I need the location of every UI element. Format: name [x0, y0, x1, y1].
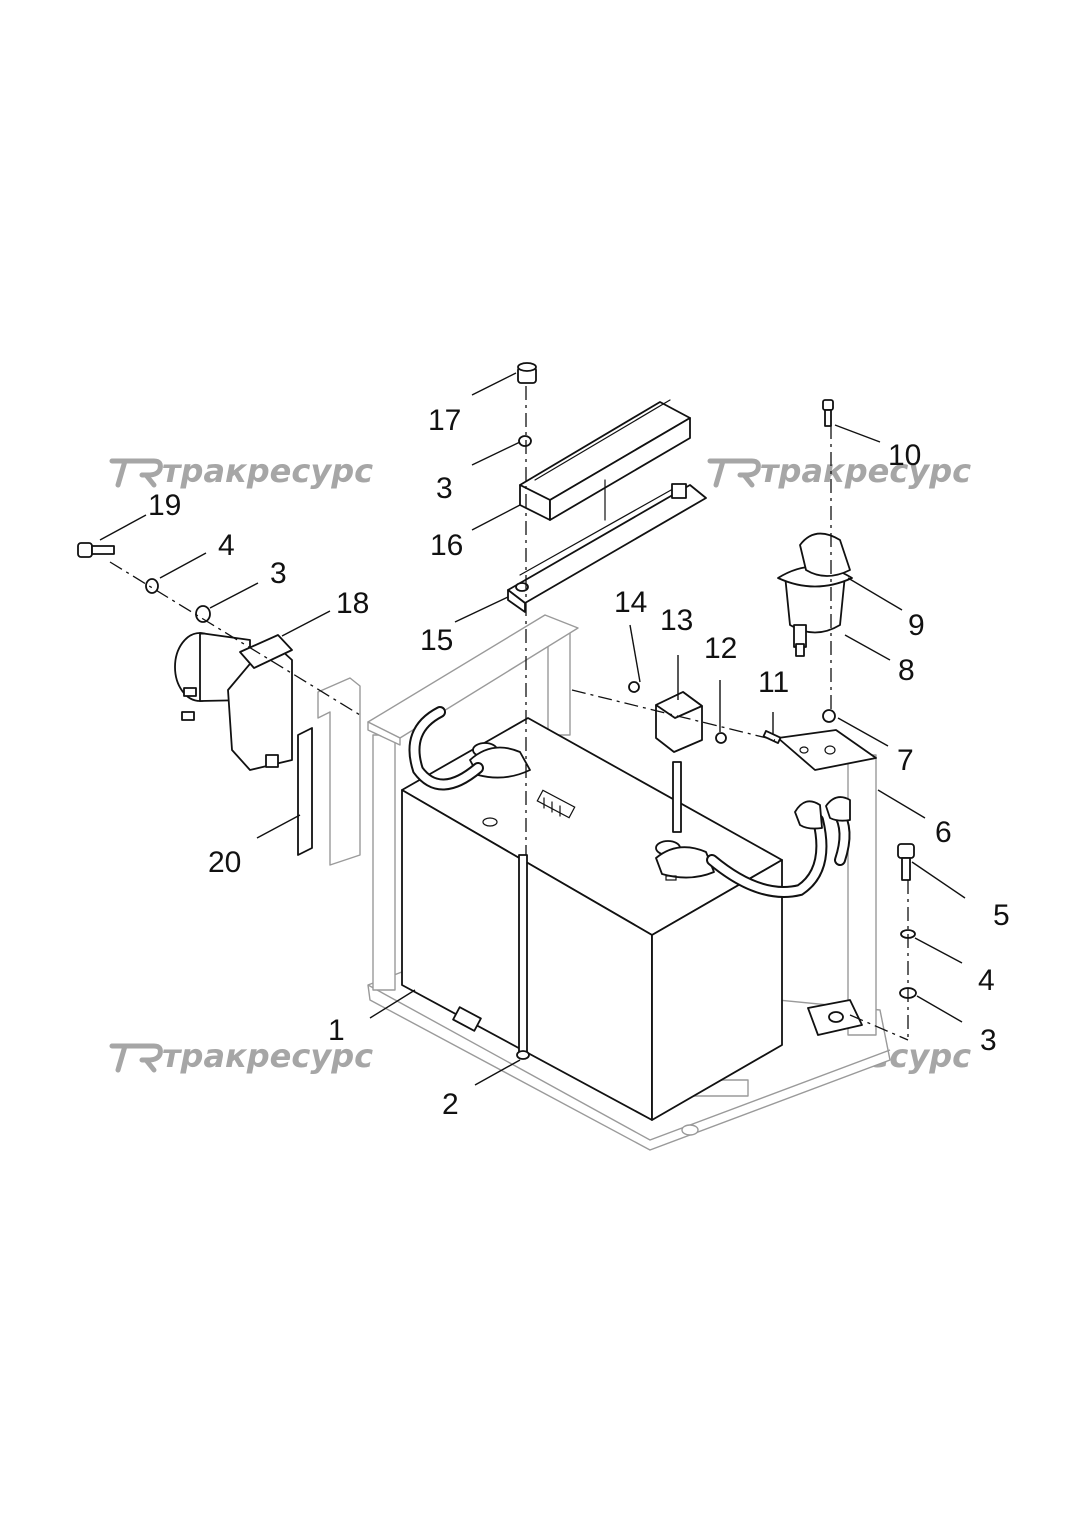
support-rod: [672, 761, 682, 833]
callout-4-left: 4: [218, 529, 235, 562]
nut-7: [822, 709, 836, 723]
hold-down-rod: [452, 854, 530, 1060]
watermark-top-left: тракресурс: [109, 452, 373, 490]
center-lines: [109, 386, 909, 1041]
callout-9: 9: [908, 609, 925, 642]
nut-14: [628, 681, 640, 693]
watermark-text: тракресурс: [162, 452, 373, 490]
callout-18: 18: [336, 587, 369, 620]
washer-12: [715, 732, 727, 744]
cable-lug: [794, 800, 823, 830]
callout-3-top: 3: [436, 472, 453, 505]
insulator-strip: [297, 727, 313, 856]
callout-20: 20: [208, 846, 241, 879]
watermark-text: тракресурс: [162, 1037, 373, 1075]
callout-14: 14: [614, 586, 647, 619]
callout-16: 16: [430, 529, 463, 562]
washer-4-left: [145, 578, 159, 594]
screw-10: [822, 399, 834, 427]
callout-15: 15: [420, 624, 453, 657]
frame-base-edge: [367, 984, 891, 1141]
bolt-19: [77, 542, 115, 558]
rod-lower-nut: [452, 1006, 482, 1032]
cable-lug: [825, 796, 851, 822]
callout-5: 5: [993, 899, 1010, 932]
relay-assembly: [174, 632, 293, 771]
callout-12: 12: [704, 632, 737, 665]
battery-positive-terminal: [655, 840, 715, 881]
callout-13: 13: [660, 604, 693, 637]
frame-side-bracket: [317, 677, 361, 866]
callout-2: 2: [442, 1088, 459, 1121]
mounting-bracket: [777, 729, 877, 771]
battery-negative-terminal: [469, 742, 531, 779]
callout-4-right: 4: [978, 964, 995, 997]
callout-6: 6: [935, 816, 952, 849]
rubber-channel: [519, 399, 691, 521]
battery-vent-cap: [482, 817, 498, 827]
frame-foot-bolt: [681, 1124, 699, 1136]
bar-end-bolt: [671, 483, 687, 499]
frame-post-right: [847, 754, 877, 1036]
hold-down-bar: [507, 483, 707, 613]
battery-positive-cable: [706, 796, 851, 898]
battery-label-block: [536, 789, 576, 819]
washer-3-top: [518, 435, 532, 447]
watermark-logo: [109, 458, 163, 488]
battery-switch: [777, 532, 853, 657]
lower-right-fixing: [807, 999, 863, 1036]
watermark-logo: [109, 1043, 163, 1073]
callout-8: 8: [898, 654, 915, 687]
screw-11: [762, 730, 782, 744]
callout-3-left: 3: [270, 557, 287, 590]
relay-stud: [265, 754, 279, 768]
battery-negative-cable: [408, 706, 484, 791]
callout-11: 11: [758, 666, 789, 699]
watermark-top-right: тракресурс: [707, 452, 971, 490]
watermark-logo: [707, 458, 761, 488]
callouts: 1 2 3 3 3 4 4 5 6 7 8 9 10 11 12 13 14 1…: [148, 404, 1010, 1121]
relay-box: [655, 691, 703, 753]
frame-post-left: [372, 734, 396, 991]
callout-7: 7: [897, 744, 914, 777]
bolt-5: [897, 843, 915, 881]
callout-10: 10: [888, 439, 921, 472]
callout-3-right: 3: [980, 1024, 997, 1057]
watermark-bottom-left: тракресурс: [109, 1037, 373, 1075]
callout-1: 1: [328, 1014, 345, 1047]
nut-17: [517, 362, 537, 384]
frame-top-rail-side: [367, 721, 401, 746]
frame-top-rail: [367, 614, 579, 739]
leader-lines: [99, 372, 966, 1086]
callout-17: 17: [428, 404, 461, 437]
callout-19: 19: [148, 489, 181, 522]
watermark-text: тракресурс: [760, 452, 971, 490]
